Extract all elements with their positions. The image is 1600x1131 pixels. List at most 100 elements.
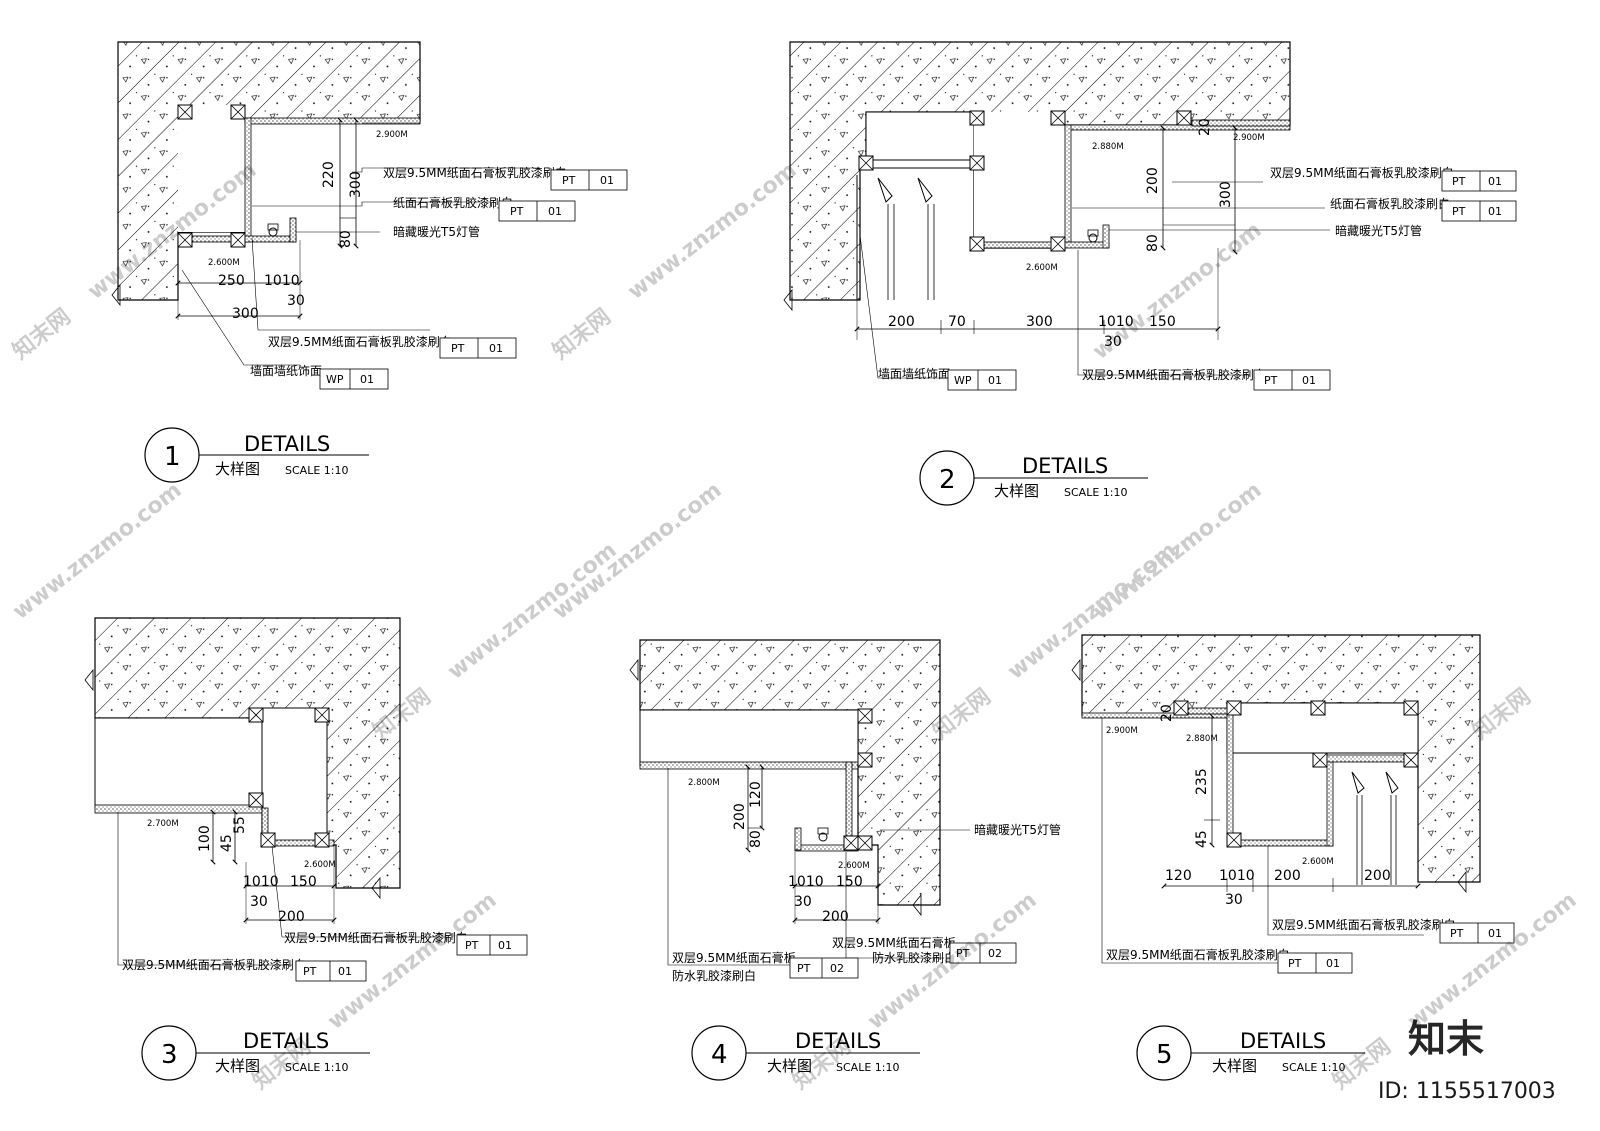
dim-label: 200 <box>822 909 849 925</box>
detail-3-annotations: 2.700M 2.600M 100 45 55 1010 150 30 200 … <box>122 816 528 982</box>
detail-2-annotations: 2.900M 2.880M 2.600M 20 200 300 80 200 7… <box>878 118 1517 391</box>
dim-label: 200 <box>278 909 305 925</box>
watermark-site: www.znzmo.com <box>1403 888 1581 1035</box>
dim-label: 1010 <box>788 874 824 890</box>
dim-label: 55 <box>232 816 248 834</box>
level-label: 2.600M <box>208 258 240 268</box>
material-note: 双层9.5MM纸面石膏板 <box>672 950 796 965</box>
tag-text: 01 <box>360 373 374 386</box>
dim-label: 20 <box>1197 118 1213 136</box>
level-label: 2.900M <box>1106 726 1138 736</box>
dim-label: 120 <box>748 781 764 808</box>
detail-subtitle: 大样图 <box>1212 1057 1257 1075</box>
watermark-site: www.znzmo.com <box>443 538 621 685</box>
dim-label: 200 <box>732 803 748 830</box>
detail-1-drawing <box>111 41 540 366</box>
dim-label: 200 <box>1364 868 1391 884</box>
t5-lamp-icon <box>1087 229 1099 243</box>
image-id-label: ID: 1155517003 <box>1378 1079 1556 1104</box>
detail-subtitle: 大样图 <box>215 460 260 478</box>
detail-1-title: 1 DETAILS 大样图 SCALE 1:10 <box>144 427 369 483</box>
material-note: 双层9.5MM纸面石膏板乳胶漆刷白 <box>1272 917 1456 932</box>
tag-text: 02 <box>988 947 1002 960</box>
tag-text: 01 <box>600 174 614 187</box>
watermark-site-cn: 知末网 <box>8 304 76 365</box>
tag-text: PT <box>797 962 811 975</box>
light-note: 暗藏暖光T5灯管 <box>974 822 1061 837</box>
material-note: 双层9.5MM纸面石膏板乳胶漆刷白 <box>268 334 452 349</box>
dim-label: 220 <box>321 161 337 188</box>
dim-label: 150 <box>290 874 317 890</box>
watermark-site: www.znzmo.com <box>1088 218 1266 365</box>
tag-text: PT <box>1452 205 1466 218</box>
tag-text: 02 <box>830 962 844 975</box>
brand-logo: 知末 <box>1408 1017 1484 1061</box>
detail-scale: SCALE 1:10 <box>1064 486 1127 499</box>
level-label: 2.600M <box>1026 263 1058 273</box>
curtain-track-icon <box>1351 771 1399 885</box>
dim-label: 30 <box>287 293 305 309</box>
dim-label: 300 <box>1218 181 1234 208</box>
detail-number: 2 <box>939 465 956 495</box>
detail-subtitle: 大样图 <box>767 1057 812 1075</box>
t5-lamp-icon <box>817 827 829 842</box>
level-label: 2.880M <box>1186 734 1218 744</box>
wallpaper-note: 墙面墙纸饰面 <box>878 367 950 381</box>
dim-label: 1010 <box>264 273 300 289</box>
detail-3-drawing <box>84 617 445 966</box>
detail-scale: SCALE 1:10 <box>836 1061 899 1074</box>
detail-2-drawing <box>783 41 1330 379</box>
dim-label: 300 <box>348 171 364 198</box>
material-note: 双层9.5MM纸面石膏板乳胶漆刷白 <box>284 930 468 945</box>
dim-label: 250 <box>218 273 245 289</box>
dim-label: 150 <box>836 874 863 890</box>
detail-title: DETAILS <box>244 432 330 456</box>
detail-scale: SCALE 1:10 <box>285 464 348 477</box>
dim-label: 235 <box>1194 768 1210 795</box>
tag-text: 01 <box>988 374 1002 387</box>
watermark-site-cn: 知末网 <box>548 304 616 365</box>
dim-label: 200 <box>1274 868 1301 884</box>
dim-label: 300 <box>232 306 259 322</box>
tag-text: 01 <box>1488 205 1502 218</box>
level-label: 2.600M <box>838 861 870 871</box>
detail-title: DETAILS <box>1240 1029 1326 1053</box>
material-note: 双层9.5MM纸面石膏板 <box>832 935 956 950</box>
concrete-slab <box>117 41 421 301</box>
tag-text: PT <box>451 342 465 355</box>
material-note: 双层9.5MM纸面石膏板乳胶漆刷白 <box>122 957 306 972</box>
detail-number: 4 <box>711 1040 728 1070</box>
dim-label: 30 <box>250 894 268 910</box>
tag-text: 01 <box>1488 175 1502 188</box>
material-tag: PT 01 <box>439 337 517 359</box>
tag-text: PT <box>1264 374 1278 387</box>
detail-5-annotations: 2.900M 2.880M 2.600M 20 235 45 120 1010 … <box>1106 704 1515 974</box>
dim-label: 30 <box>794 894 812 910</box>
dim-label: 200 <box>888 314 915 330</box>
level-label: 2.800M <box>688 778 720 788</box>
tag-text: PT <box>562 174 576 187</box>
material-note: 防水乳胶漆刷白 <box>672 968 756 983</box>
detail-5-title: 5 DETAILS 大样图 SCALE 1:10 <box>1136 1025 1365 1081</box>
detail-number: 3 <box>161 1040 178 1070</box>
material-tag: PT 01 <box>1441 200 1517 222</box>
dim-label: 80 <box>338 230 354 248</box>
dim-label: 45 <box>219 834 235 852</box>
tag-text: WP <box>326 373 344 386</box>
tag-text: 01 <box>489 342 503 355</box>
detail-title: DETAILS <box>243 1029 329 1053</box>
material-note: 双层9.5MM纸面石膏板乳胶漆刷白 <box>1082 367 1266 382</box>
t5-lamp-icon <box>267 223 279 237</box>
detail-2-title: 2 DETAILS 大样图 SCALE 1:10 <box>919 450 1148 506</box>
tag-text: 01 <box>1326 957 1340 970</box>
level-label: 2.600M <box>304 860 336 870</box>
detail-scale: SCALE 1:10 <box>285 1061 348 1074</box>
dim-label: 200 <box>1145 167 1161 194</box>
dim-label: 20 <box>1159 704 1175 722</box>
dim-label: 1010 <box>1098 314 1134 330</box>
tag-text: 01 <box>1488 927 1502 940</box>
